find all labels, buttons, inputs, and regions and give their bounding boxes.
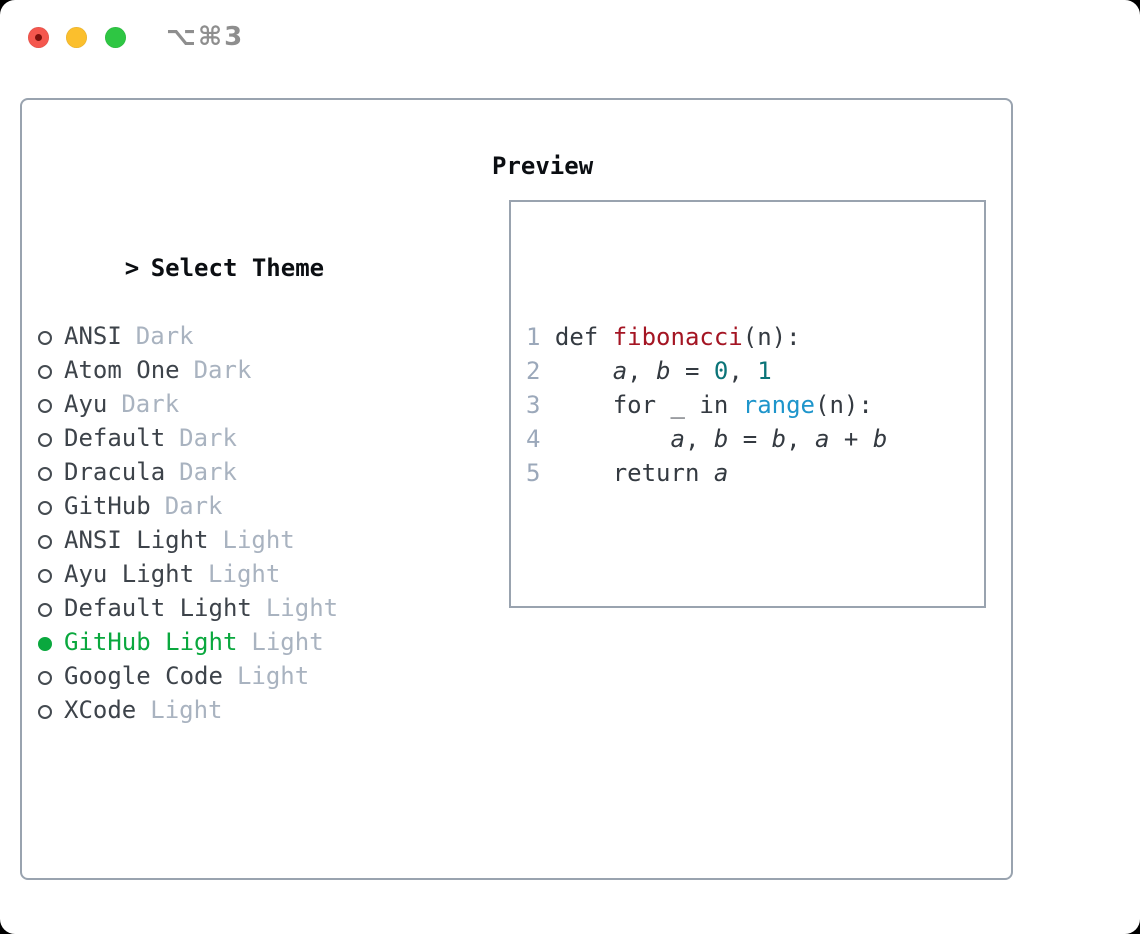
- window-shortcut-label: ⌥⌘3: [166, 22, 245, 52]
- code-line: 1 def fibonacci(n):: [526, 323, 801, 351]
- theme-variant-tag: Dark: [135, 322, 194, 350]
- theme-option-xcode[interactable]: XCode Light: [38, 693, 443, 727]
- theme-option-ayu[interactable]: Ayu Dark: [38, 387, 443, 421]
- radio-unselected-icon: [38, 433, 52, 447]
- preview-code-block: 1 def fibonacci(n): 2 a, b = 0, 1 3 for _ …: [526, 320, 984, 490]
- theme-option-label: GitHub: [64, 492, 151, 520]
- radio-unselected-icon: [38, 501, 52, 515]
- theme-option-label: ANSI: [64, 322, 122, 350]
- theme-option-label: Dracula: [64, 458, 166, 486]
- radio-unselected-icon: [38, 603, 52, 617]
- theme-option-ayu-light[interactable]: Ayu Light Light: [38, 557, 443, 591]
- theme-option-dracula[interactable]: Dracula Dark: [38, 455, 443, 489]
- radio-unselected-icon: [38, 569, 52, 583]
- line-number: 3: [526, 391, 555, 419]
- theme-list-header: Select Theme: [150, 254, 325, 282]
- line-number: 2: [526, 357, 555, 385]
- theme-variant-tag: Dark: [121, 390, 180, 418]
- theme-variant-tag: Light: [236, 662, 310, 690]
- theme-variant-tag: Light: [150, 696, 223, 724]
- theme-option-label: GitHub Light: [64, 628, 238, 656]
- preview-box: 1 def fibonacci(n): 2 a, b = 0, 1 3 for _ …: [509, 200, 986, 608]
- theme-variant-tag: Dark: [179, 424, 237, 452]
- theme-list-header-row: > Select Theme: [38, 217, 443, 282]
- code-line: 3 for _ in range(n):: [526, 391, 873, 419]
- unsaved-changes-dot-icon: [35, 34, 42, 41]
- theme-variant-tag: Light: [208, 560, 281, 588]
- theme-variant-tag: Dark: [179, 458, 237, 486]
- theme-variant-tag: Light: [251, 628, 324, 656]
- radio-unselected-icon: [38, 705, 52, 719]
- spacer: [38, 795, 443, 829]
- theme-option-atom-one[interactable]: Atom One Dark: [38, 353, 443, 387]
- theme-option-label: Ayu: [64, 390, 108, 418]
- theme-option-default-light[interactable]: Default Light Light: [38, 591, 443, 625]
- radio-unselected-icon: [38, 671, 52, 685]
- theme-option-google-code[interactable]: Google Code Light: [38, 659, 443, 693]
- code-line: 2 a, b = 0, 1: [526, 357, 772, 385]
- code-line: 5 return a: [526, 459, 729, 487]
- minimize-button[interactable]: [66, 27, 87, 48]
- line-number: 1: [526, 323, 555, 351]
- spacer: [526, 558, 984, 592]
- preview-title: Preview: [492, 152, 594, 180]
- theme-option-label: Default Light: [64, 594, 252, 622]
- theme-option-label: Default: [64, 424, 166, 452]
- radio-unselected-icon: [38, 399, 52, 413]
- line-number: 5: [526, 459, 555, 487]
- theme-option-label: Google Code: [64, 662, 223, 690]
- theme-option-label: XCode: [64, 696, 137, 724]
- theme-option-default[interactable]: Default Dark: [38, 421, 443, 455]
- line-number: 4: [526, 425, 555, 453]
- radio-unselected-icon: [38, 331, 52, 345]
- theme-option-ansi-light[interactable]: ANSI Light Light: [38, 523, 443, 557]
- radio-unselected-icon: [38, 467, 52, 481]
- theme-variant-tag: Light: [265, 594, 339, 622]
- theme-option-ansi[interactable]: ANSI Dark: [38, 319, 443, 353]
- theme-option-github-light[interactable]: GitHub Light Light: [38, 625, 443, 659]
- radio-selected-icon: [38, 637, 52, 651]
- radio-unselected-icon: [38, 365, 52, 379]
- close-button[interactable]: [28, 27, 49, 48]
- theme-option-label: Atom One: [64, 356, 180, 384]
- apply-to-header-row: Apply To: [38, 897, 443, 931]
- code-line: 4 a, b = b, a + b: [526, 425, 888, 453]
- radio-unselected-icon: [38, 535, 52, 549]
- theme-option-label: ANSI Light: [64, 526, 209, 554]
- theme-variant-tag: Dark: [164, 492, 223, 520]
- zoom-button[interactable]: [105, 27, 126, 48]
- theme-variant-tag: Dark: [193, 356, 252, 384]
- theme-option-label: Ayu Light: [64, 560, 195, 588]
- theme-option-github[interactable]: GitHub Dark: [38, 489, 443, 523]
- cursor-prompt-icon: >: [124, 254, 140, 282]
- theme-variant-tag: Light: [222, 526, 295, 554]
